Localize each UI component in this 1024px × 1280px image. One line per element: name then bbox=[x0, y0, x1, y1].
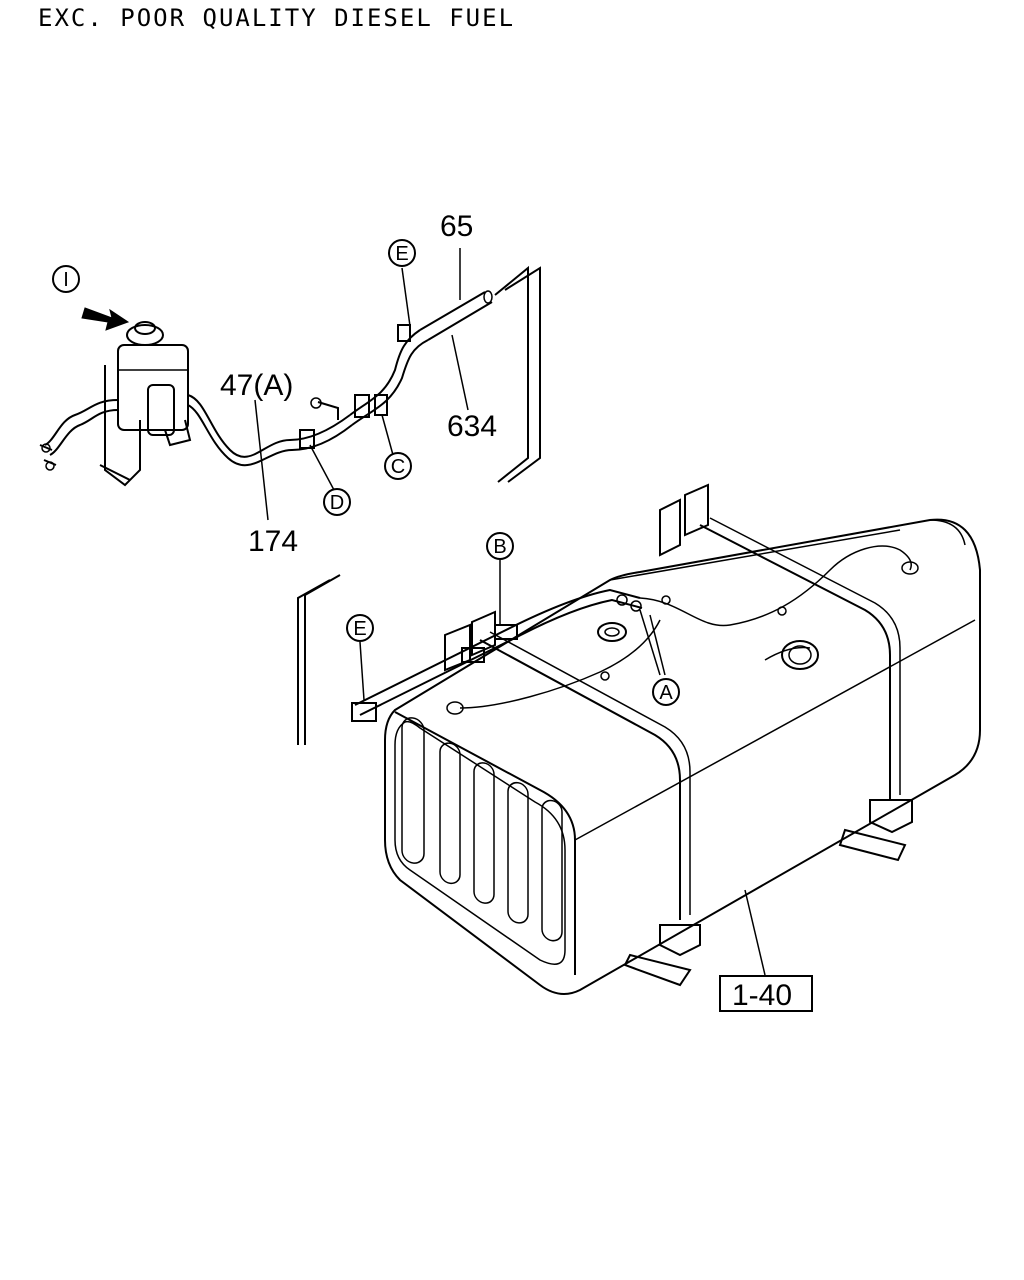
fuel-tank bbox=[384, 518, 981, 995]
fuel-lines-upper bbox=[187, 290, 493, 467]
svg-text:C: C bbox=[391, 456, 405, 478]
reference-box bbox=[719, 975, 813, 1012]
fuel-filter-assembly bbox=[39, 307, 192, 487]
diagram-title: EXC. POOR QUALITY DIESEL FUEL bbox=[38, 4, 516, 32]
svg-text:D: D bbox=[330, 492, 344, 514]
fuel-lines-lower bbox=[351, 545, 919, 722]
circle-label-a: A bbox=[652, 678, 680, 706]
circle-label-e-top: E bbox=[388, 239, 416, 267]
circle-label-c: C bbox=[384, 452, 412, 480]
circle-label-b: B bbox=[486, 532, 514, 560]
svg-text:E: E bbox=[395, 243, 408, 265]
svg-text:I: I bbox=[63, 269, 69, 291]
frame-rail-lower bbox=[297, 574, 341, 745]
svg-text:E: E bbox=[353, 618, 366, 640]
part-number-47: 47(A) bbox=[220, 369, 293, 402]
flow-arrow-icon bbox=[81, 307, 130, 331]
part-number-65: 65 bbox=[440, 210, 473, 243]
part-number-174: 174 bbox=[248, 525, 298, 558]
svg-text:A: A bbox=[659, 682, 673, 704]
part-number-634: 634 bbox=[447, 410, 497, 443]
reference-1-40: 1-40 bbox=[732, 979, 792, 1012]
circle-label-e-bottom: E bbox=[346, 614, 374, 642]
circle-label-d: D bbox=[323, 488, 351, 516]
frame-rail-upper bbox=[494, 265, 541, 483]
svg-text:B: B bbox=[493, 536, 506, 558]
circle-label-i: I bbox=[52, 265, 80, 293]
leader-lines bbox=[254, 248, 766, 976]
tank-straps bbox=[444, 483, 913, 987]
